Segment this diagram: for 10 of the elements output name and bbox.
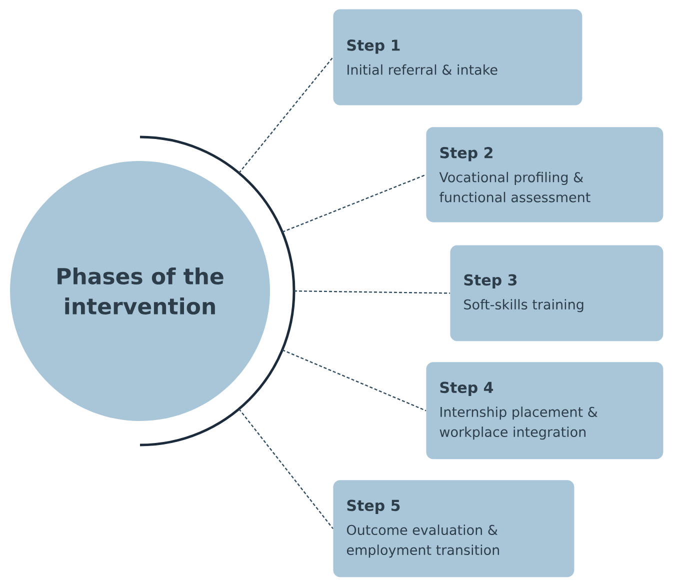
step-box: Step 3 Soft-skills training [450,245,664,342]
connector-line [294,290,450,294]
connector-line [238,56,334,174]
step-box: Step 5 Outcome evaluation & employment transition [333,480,574,578]
step-box: Step 4 Internship placement & workplace integration [426,362,664,460]
step-box: Step 1 Initial referral & intake [333,9,582,106]
connector-line [282,174,426,233]
connector-line [282,349,426,412]
connector-line [238,408,334,530]
step-box: Step 2 Vocational profiling & functional assessment [426,127,664,222]
